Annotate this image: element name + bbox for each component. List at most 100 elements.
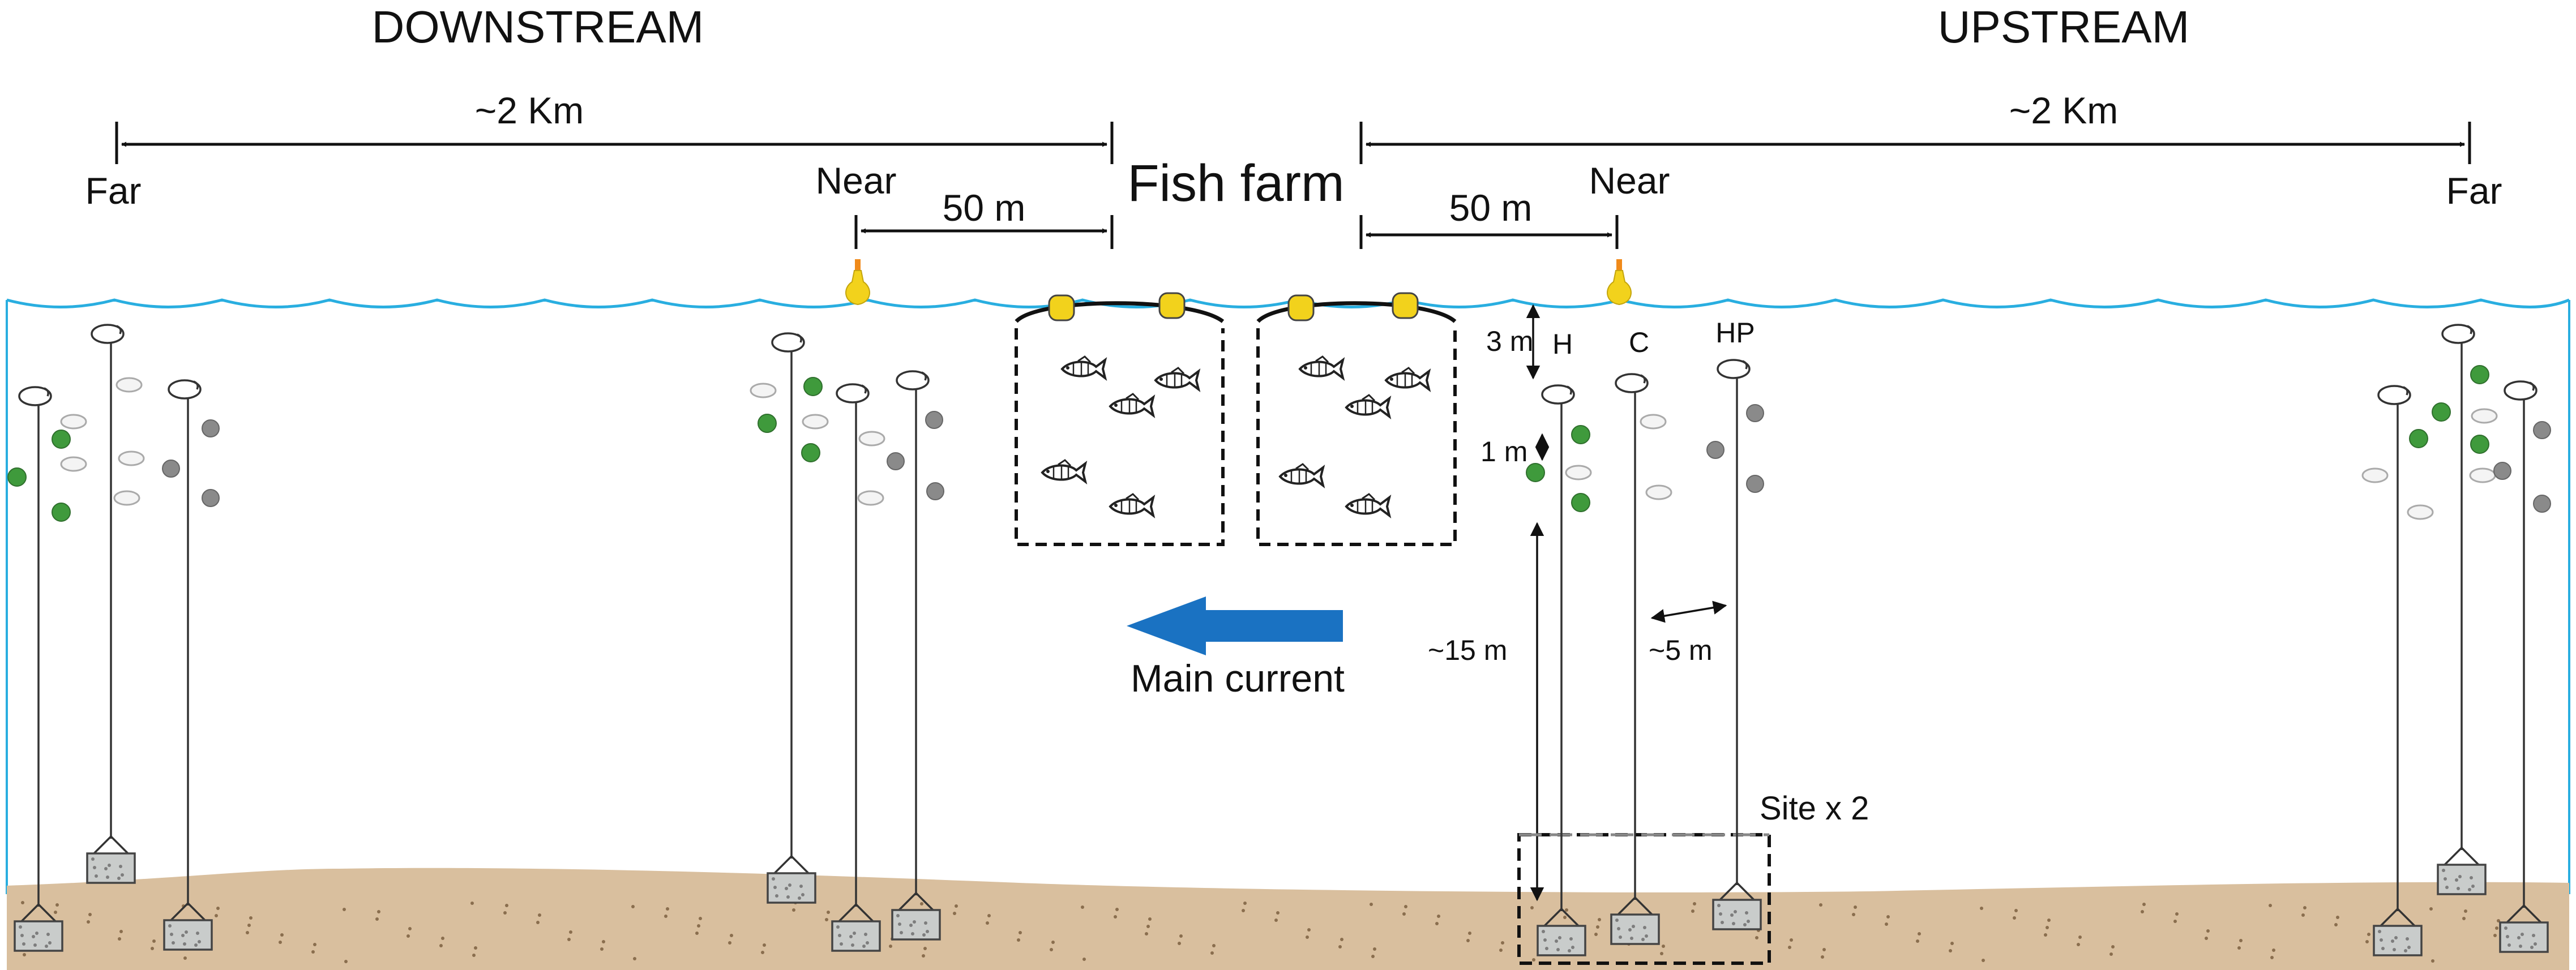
main-current-label: Main current xyxy=(1131,657,1345,700)
downstream-50m-label: 50 m xyxy=(943,187,1026,229)
mooring-line xyxy=(2432,324,2498,895)
mooring-line xyxy=(887,370,944,941)
subsurface-float xyxy=(1541,384,1575,405)
mooring-line xyxy=(7,386,87,952)
upstream-50m-dimension: 50 m xyxy=(1359,187,1619,249)
grey-sample-icon xyxy=(162,460,180,478)
grey-sample-icon xyxy=(925,411,943,429)
empty-sample-icon xyxy=(857,490,884,506)
cage-float xyxy=(1158,292,1186,319)
near-right-label: Near xyxy=(1589,160,1670,201)
empty-sample-icon xyxy=(2407,504,2434,520)
downstream-distance-dimension: ~2 Km xyxy=(115,89,1114,164)
filled-sample-icon xyxy=(801,443,820,462)
cage-float xyxy=(1392,292,1419,319)
empty-sample-icon xyxy=(1640,414,1667,430)
grey-sample-icon xyxy=(2533,421,2551,439)
filled-sample-icon xyxy=(2470,435,2489,454)
mooring-line xyxy=(831,383,885,952)
downstream-distance-label: ~2 Km xyxy=(475,89,584,131)
mooring-line xyxy=(2361,385,2434,956)
depth-15m-dimension: ~15 m xyxy=(1428,522,1544,902)
subsurface-float xyxy=(1717,359,1751,379)
filled-sample-icon xyxy=(2409,429,2428,448)
empty-sample-icon xyxy=(2469,467,2496,483)
current-arrow xyxy=(1127,596,1343,655)
cage-float xyxy=(1048,294,1075,321)
upstream-distance-dimension: ~2 Km xyxy=(1359,89,2471,164)
filled-sample-icon xyxy=(1571,425,1590,444)
fish-farm-label: Fish farm xyxy=(1127,154,1344,212)
mooring-line xyxy=(1526,384,1592,956)
near-left-label: Near xyxy=(815,160,896,201)
empty-sample-icon xyxy=(118,450,145,466)
downstream-50m-dimension: 50 m xyxy=(854,187,1114,249)
filled-sample-icon xyxy=(52,503,71,522)
grey-sample-icon xyxy=(202,489,220,507)
subsurface-float xyxy=(771,332,805,353)
empty-sample-icon xyxy=(60,414,87,430)
line-hp-label: HP xyxy=(1715,317,1755,349)
grey-sample-icon xyxy=(1746,404,1764,422)
subsurface-float xyxy=(2377,385,2411,405)
anchor-block xyxy=(767,855,816,904)
subsurface-float xyxy=(896,370,930,390)
spacing-5m-dimension: ~5 m xyxy=(1649,600,1727,666)
subsurface-float xyxy=(2441,324,2475,344)
grey-sample-icon xyxy=(2533,495,2551,513)
line-c-label: C xyxy=(1629,327,1649,358)
depth-1m-label: 1 m xyxy=(1480,436,1527,467)
empty-sample-icon xyxy=(1565,465,1592,480)
filled-sample-icon xyxy=(1526,463,1545,482)
fish-cage-left xyxy=(1015,292,1225,546)
spacing-5m-label: ~5 m xyxy=(1649,634,1713,666)
mooring-line xyxy=(750,332,829,904)
near-upstream-buoy xyxy=(1607,259,1632,306)
anchor-block xyxy=(2373,908,2423,956)
anchor-block xyxy=(86,835,136,884)
grey-sample-icon xyxy=(926,482,944,500)
grey-sample-icon xyxy=(202,419,220,437)
mooring-lines xyxy=(7,324,2551,956)
mooring-line xyxy=(1706,359,1764,930)
subsurface-float xyxy=(168,379,202,400)
anchor-block xyxy=(163,902,213,951)
sediment-layer xyxy=(7,868,2569,970)
upstream-label: UPSTREAM xyxy=(1938,2,2190,52)
empty-sample-icon xyxy=(802,414,829,430)
upstream-distance-label: ~2 Km xyxy=(2009,89,2119,131)
empty-sample-icon xyxy=(2471,408,2498,424)
anchor-block xyxy=(2499,904,2549,953)
depth-3m-dimension: 3 m xyxy=(1486,304,1541,380)
mooring-line xyxy=(2493,380,2551,953)
far-left-label: Far xyxy=(85,170,142,212)
grey-sample-icon xyxy=(2493,462,2511,480)
main-current-indicator: Main current xyxy=(1127,596,1345,700)
mooring-line xyxy=(162,379,220,951)
filled-sample-icon xyxy=(52,430,71,449)
anchor-block xyxy=(831,903,881,952)
empty-sample-icon xyxy=(2361,467,2389,483)
anchor-block xyxy=(1537,908,1586,956)
empty-sample-icon xyxy=(113,490,140,506)
empty-sample-icon xyxy=(750,383,777,398)
filled-sample-icon xyxy=(2470,365,2489,384)
filled-sample-icon xyxy=(2432,402,2451,422)
filled-sample-icon xyxy=(7,467,27,487)
mooring-line xyxy=(1610,373,1672,945)
anchor-block xyxy=(891,892,941,941)
empty-sample-icon xyxy=(1645,484,1672,500)
anchor-block xyxy=(14,903,63,952)
depth-1m-dimension: 1 m xyxy=(1480,433,1550,467)
upstream-50m-label: 50 m xyxy=(1449,187,1533,229)
subsurface-float xyxy=(2504,380,2538,401)
subsurface-float xyxy=(18,386,52,406)
filled-sample-icon xyxy=(803,377,823,396)
filled-sample-icon xyxy=(1571,493,1590,512)
line-h-label: H xyxy=(1552,328,1573,360)
grey-sample-icon xyxy=(1746,475,1764,493)
sediment-texture xyxy=(21,901,2531,963)
subsurface-float xyxy=(91,324,125,344)
